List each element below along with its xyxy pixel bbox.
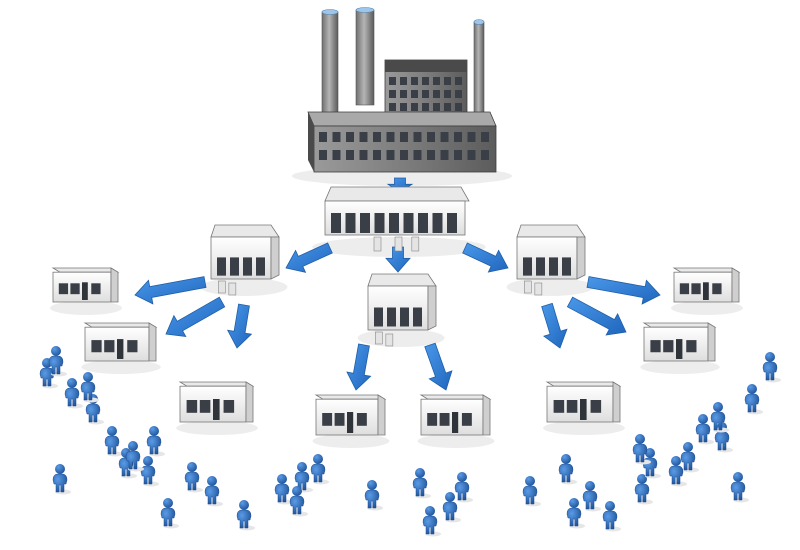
arrow-layer	[134, 177, 661, 391]
arrow-central-distribution-center-to-regional-warehouse-left	[285, 242, 333, 273]
person-icon	[762, 352, 781, 383]
regional-warehouse-right	[516, 224, 586, 296]
store-7	[642, 322, 717, 362]
person-icon	[310, 454, 329, 485]
person-icon	[668, 456, 687, 487]
person-icon	[454, 472, 473, 503]
person-icon	[125, 441, 144, 472]
person-icon	[160, 498, 179, 529]
arrow-regional-warehouse-left-to-store-2	[165, 296, 226, 337]
person-icon	[522, 476, 541, 507]
person-icon	[140, 456, 159, 487]
store-2	[83, 322, 158, 362]
store-3	[178, 381, 255, 423]
person-icon	[695, 414, 714, 445]
person-icon	[64, 378, 83, 409]
store-5	[419, 394, 492, 436]
person-icon	[364, 480, 383, 511]
person-icon	[680, 442, 699, 473]
customer-layer	[39, 346, 781, 537]
arrow-regional-warehouse-left-to-store-1	[134, 276, 207, 305]
person-icon	[104, 426, 123, 457]
store-1	[51, 267, 120, 303]
person-icon	[274, 474, 293, 505]
person-icon	[714, 422, 733, 453]
person-icon	[730, 472, 749, 503]
person-icon	[634, 474, 653, 505]
building-layer	[51, 7, 741, 436]
store-6	[545, 381, 622, 423]
person-icon	[582, 481, 601, 512]
person-icon	[744, 384, 763, 415]
person-icon	[48, 346, 67, 377]
person-icon	[566, 498, 585, 529]
person-icon	[52, 464, 71, 495]
store-8	[672, 267, 741, 303]
person-icon	[558, 454, 577, 485]
arrow-regional-warehouse-right-to-store-8	[586, 276, 661, 305]
arrow-regional-warehouse-center-to-store-5	[424, 342, 453, 391]
arrow-central-distribution-center-to-regional-warehouse-center	[385, 246, 411, 273]
arrow-regional-warehouse-center-to-store-4	[346, 343, 372, 391]
person-icon	[236, 500, 255, 531]
person-icon	[710, 402, 729, 433]
person-icon	[146, 426, 165, 457]
person-icon	[632, 434, 651, 465]
shadow-layer	[50, 166, 743, 448]
arrow-regional-warehouse-right-to-store-7	[566, 296, 627, 336]
arrow-regional-warehouse-right-to-store-6	[541, 302, 568, 349]
regional-warehouse-center	[367, 273, 437, 347]
regional-warehouse-left	[210, 224, 280, 296]
person-icon	[602, 501, 621, 532]
person-icon	[294, 462, 313, 493]
person-icon	[289, 486, 308, 517]
person-icon	[422, 506, 441, 537]
arrow-central-distribution-center-to-regional-warehouse-right	[462, 242, 509, 273]
person-icon	[442, 492, 461, 523]
person-icon	[184, 462, 203, 493]
arrow-regional-warehouse-left-to-store-3	[226, 303, 253, 349]
person-icon	[80, 372, 99, 403]
person-icon	[412, 468, 431, 499]
central-distribution-center	[324, 186, 470, 252]
factory	[307, 7, 497, 173]
store-4	[314, 394, 387, 436]
person-icon	[204, 476, 223, 507]
